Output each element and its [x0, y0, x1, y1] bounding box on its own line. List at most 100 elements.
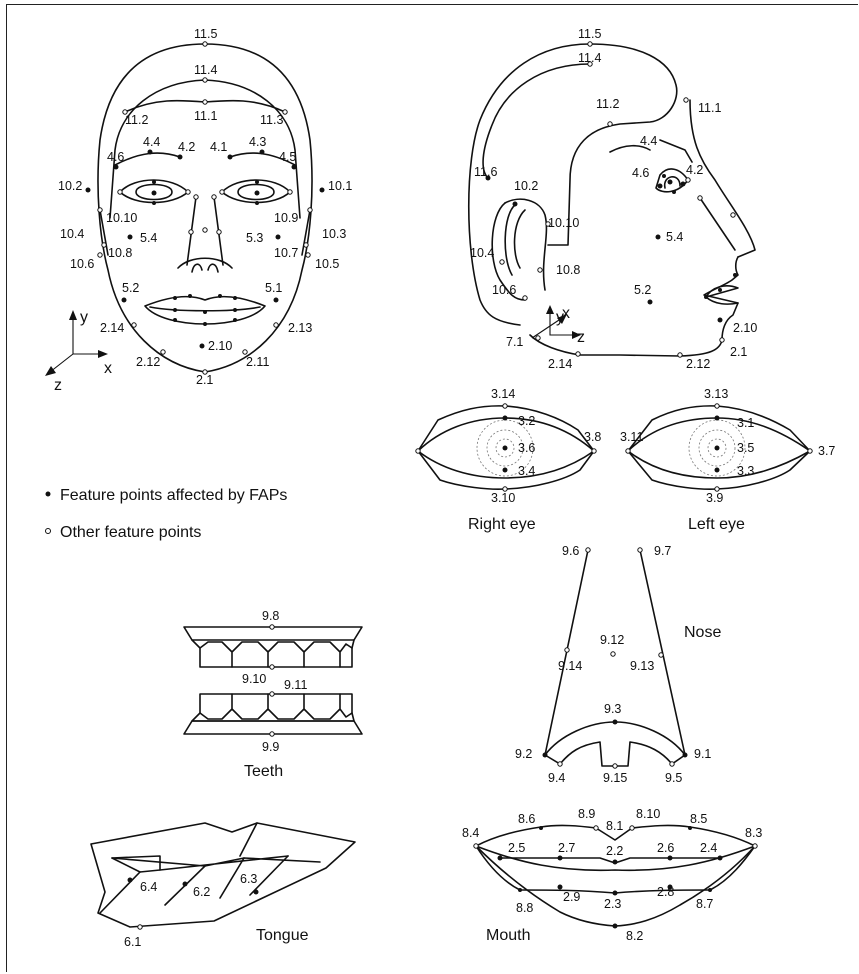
fp-label: 4.5: [279, 150, 296, 164]
fp-label: 3.5: [737, 441, 754, 455]
fp-label: 10.7: [274, 246, 298, 260]
fp-label: 2.10: [208, 339, 232, 353]
fp-label: 9.5: [665, 771, 682, 785]
fp-label: 3.9: [706, 491, 723, 505]
fp-label: 11.1: [698, 101, 721, 115]
axis-x-label: x: [104, 360, 112, 377]
fp-label: 4.2: [686, 163, 703, 177]
fp-label: 10.6: [492, 283, 516, 297]
fp-label: 10.8: [556, 263, 580, 277]
fp-label: 10.2: [514, 179, 538, 193]
fp-label: 9.13: [630, 659, 654, 673]
fp-label: 10.4: [60, 227, 84, 241]
fp-label: 3.13: [704, 387, 728, 401]
fp-label: 2.6: [657, 841, 674, 855]
right-eye-caption: Right eye: [468, 516, 536, 533]
fp-label: 2.3: [604, 897, 621, 911]
fp-label: 2.11: [246, 355, 269, 369]
fp-label: 4.1: [210, 140, 227, 154]
fp-label: 9.2: [515, 747, 532, 761]
fp-label: 6.3: [240, 872, 257, 886]
fp-label: 2.8: [657, 885, 674, 899]
fp-label: 3.14: [491, 387, 515, 401]
fp-label: 10.1: [328, 179, 352, 193]
teeth-caption: Teeth: [244, 763, 283, 780]
fp-label: 2.4: [700, 841, 717, 855]
fp-label: 9.14: [558, 659, 582, 673]
axis-z-label: z: [54, 377, 62, 394]
left-eye-caption: Left eye: [688, 516, 745, 533]
front-face-view: 11.5 11.4 11.2 11.1 11.3 4.4 4.2 4.1 4.3…: [45, 27, 352, 394]
other-point-marker: [46, 529, 51, 534]
fp-label: 9.4: [548, 771, 565, 785]
fp-label: 3.10: [491, 491, 515, 505]
fp-label: 2.14: [548, 357, 572, 371]
fp-label: 8.10: [636, 807, 660, 821]
fp-label: 9.9: [262, 740, 279, 754]
fp-label: 5.1: [265, 281, 282, 295]
fp-label: 8.4: [462, 826, 479, 840]
fp-label: 9.15: [603, 771, 627, 785]
fp-label: 2.12: [686, 357, 710, 371]
fp-label: 10.5: [315, 257, 339, 271]
mouth-caption: Mouth: [486, 927, 530, 944]
fp-label: 11.3: [260, 113, 283, 127]
fp-label: 9.11: [284, 678, 307, 692]
affected-point-marker: [46, 492, 51, 497]
fp-label: 4.4: [640, 134, 657, 148]
fp-label: 8.2: [626, 929, 643, 943]
fp-label: 2.1: [196, 373, 213, 387]
fp-label: 7.1: [506, 335, 523, 349]
fp-label: 9.10: [242, 672, 266, 686]
tongue-caption: Tongue: [256, 927, 309, 944]
nose-caption: Nose: [684, 624, 721, 641]
fp-label: 8.5: [690, 812, 707, 826]
nose-detail: 9.6 9.7 9.12 9.14 9.13 9.3 9.2 9.1 9.4 9…: [515, 544, 721, 785]
fp-label: 3.4: [518, 464, 535, 478]
fp-label: 10.6: [70, 257, 94, 271]
fp-label: 9.6: [562, 544, 579, 558]
fp-label: 8.1: [606, 819, 623, 833]
legend-other-label: Other feature points: [60, 524, 201, 541]
fp-label: 2.9: [563, 890, 580, 904]
fp-label: 6.2: [193, 885, 210, 899]
tongue-detail: 6.4 6.2 6.3 6.1 Tongue: [91, 823, 355, 949]
fp-label: 11.2: [125, 113, 148, 127]
fp-label: 10.10: [548, 216, 579, 230]
side-axis-z-label: z: [577, 329, 585, 346]
fp-label: 11.5: [194, 27, 217, 41]
fp-label: 3.8: [584, 430, 601, 444]
fp-label: 5.4: [140, 231, 157, 245]
fp-label: 3.11: [620, 430, 643, 444]
fp-label: 11.5: [578, 27, 601, 41]
legend-affected-label: Feature points affected by FAPs: [60, 487, 287, 504]
fp-label: 2.12: [136, 355, 160, 369]
fp-label: 9.1: [694, 747, 711, 761]
fp-label: 2.2: [606, 844, 623, 858]
fp-label: 4.6: [107, 150, 124, 164]
side-axis-x-label: x: [562, 305, 570, 322]
fp-label: 5.4: [666, 230, 683, 244]
fp-label: 3.6: [518, 441, 535, 455]
fp-label: 8.6: [518, 812, 535, 826]
fp-label: 4.2: [178, 140, 195, 154]
fp-label: 2.7: [558, 841, 575, 855]
fp-label: 3.3: [737, 464, 754, 478]
fp-label: 10.4: [470, 246, 494, 260]
legend: Feature points affected by FAPs Other fe…: [46, 487, 288, 541]
fp-label: 11.1: [194, 109, 217, 123]
fp-label: 10.8: [108, 246, 132, 260]
axis-y-label: y: [80, 309, 88, 326]
fp-label: 2.14: [100, 321, 124, 335]
fp-label: 10.3: [322, 227, 346, 241]
fp-label: 10.9: [274, 211, 298, 225]
side-face-view: 11.5 11.4 11.2 11.1 4.4 11.6 10.2 4.6 4.…: [469, 27, 758, 371]
teeth-detail: 9.8 9.10 9.11 9.9 Teeth: [184, 609, 362, 780]
fp-label: 2.1: [730, 345, 747, 359]
fp-label: 3.2: [518, 414, 535, 428]
fp-label: 11.4: [194, 63, 217, 77]
fp-label: 10.2: [58, 179, 82, 193]
fp-label: 2.13: [288, 321, 312, 335]
fp-label: 5.2: [634, 283, 651, 297]
